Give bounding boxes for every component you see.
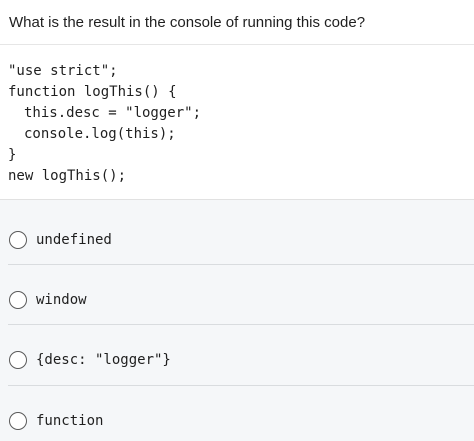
option-divider xyxy=(8,264,474,265)
code-block: "use strict"; function logThis() { this.… xyxy=(0,45,474,200)
code-line: "use strict"; xyxy=(8,63,118,79)
code-line: new logThis(); xyxy=(8,168,127,184)
option-divider xyxy=(8,385,474,386)
option-label: undefined xyxy=(36,232,112,248)
question-header: What is the result in the console of run… xyxy=(0,0,474,45)
code-line: console.log(this); xyxy=(24,126,176,142)
option-desc-logger[interactable]: {desc: "logger"} xyxy=(0,330,474,390)
code-line: function logThis() { xyxy=(8,84,177,100)
option-label: function xyxy=(36,413,104,429)
option-label: window xyxy=(36,292,87,308)
option-function[interactable]: function xyxy=(0,391,474,441)
radio-button-icon[interactable] xyxy=(9,412,27,430)
option-window[interactable]: window xyxy=(0,270,474,330)
code-line: this.desc = "logger"; xyxy=(24,105,202,121)
option-divider xyxy=(8,324,474,325)
radio-button-icon[interactable] xyxy=(9,231,27,249)
option-undefined[interactable]: undefined xyxy=(0,210,474,270)
radio-button-icon[interactable] xyxy=(9,351,27,369)
option-label: {desc: "logger"} xyxy=(36,352,171,368)
answer-options: undefined window {desc: "logger"} functi… xyxy=(0,200,474,441)
question-title: What is the result in the console of run… xyxy=(9,13,366,31)
radio-button-icon[interactable] xyxy=(9,291,27,309)
code-line: } xyxy=(8,147,17,163)
